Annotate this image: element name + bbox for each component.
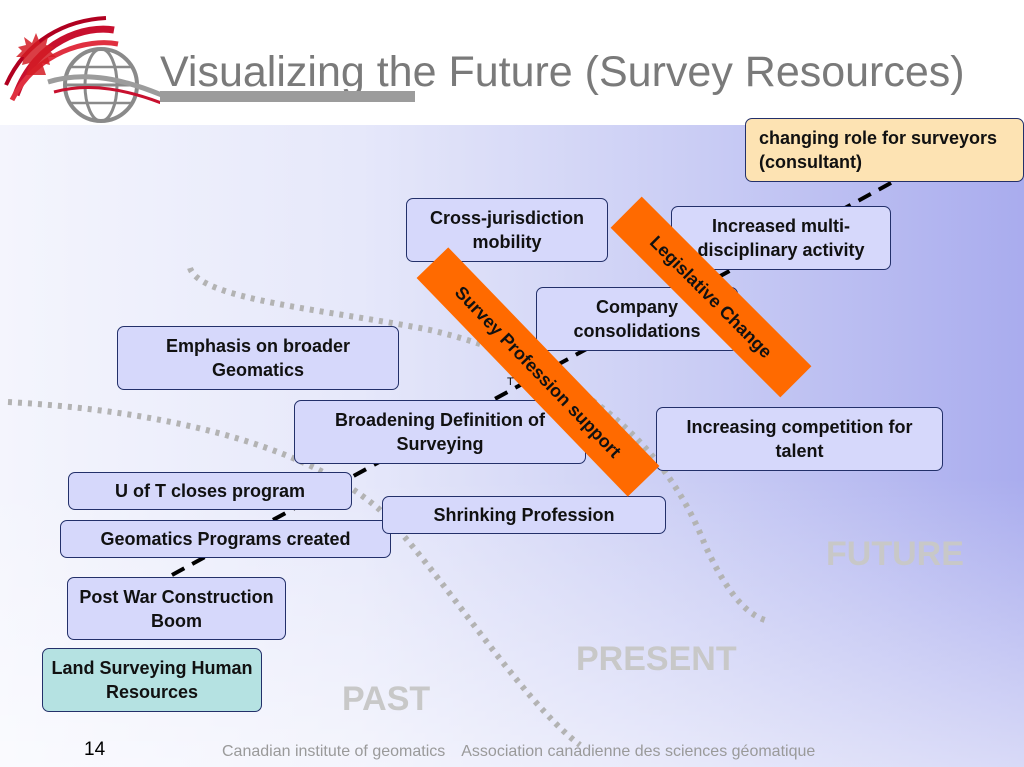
era-label-present: PRESENT (576, 640, 737, 678)
page-title: Visualizing the Future (Survey Resources… (160, 48, 965, 96)
box-label: Post War Construction Boom (79, 586, 274, 631)
box-increased-multi-disciplinary-activity: Increased multi-disciplinary activity (671, 206, 891, 270)
box-label: Shrinking Profession (433, 505, 615, 525)
title-underline (160, 91, 415, 102)
box-label: Broadening Definition of Surveying (335, 410, 545, 454)
box-land-surveying-human-resources: Land Surveying Human Resources (42, 648, 262, 712)
box-label: Geomatics Programs created (100, 529, 351, 549)
logo-globe-maple-icon (4, 16, 160, 123)
box-geomatics-programs-created: Geomatics Programs created (60, 520, 391, 558)
box-label: Emphasis on broader Geomatics (165, 336, 351, 380)
box-label: U of T closes program (114, 481, 306, 501)
footer-organization: Canadian institute of geomatics Associati… (222, 743, 815, 761)
stray-t-mark: T (507, 376, 514, 388)
box-post-war-construction-boom: Post War Construction Boom (67, 577, 286, 640)
box-broadening-definition-of-surveying: Broadening Definition of Surveying (294, 400, 586, 464)
era-label-future: FUTURE (826, 535, 964, 573)
box-u-of-t-closes-program: U of T closes program (68, 472, 352, 510)
footer-org-english: Canadian institute of geomatics (222, 743, 446, 760)
box-label: changing role for surveyors (consultant) (759, 128, 998, 172)
footer-org-french: Association canadienne des sciences géom… (461, 743, 816, 760)
box-label: Increased multi-disciplinary activity (697, 216, 865, 260)
box-shrinking-profession: Shrinking Profession (382, 496, 666, 534)
box-label: Company consolidations (573, 297, 701, 341)
box-emphasis-on-broader-geomatics: Emphasis on broader Geomatics (117, 326, 399, 390)
box-cross-jurisdiction-mobility: Cross-jurisdiction mobility (406, 198, 608, 262)
page-number: 14 (84, 739, 106, 760)
box-label: Increasing competition for talent (686, 417, 913, 461)
box-label: Land Surveying Human Resources (51, 658, 253, 702)
box-label: Cross-jurisdiction mobility (429, 208, 585, 252)
box-changing-role-for-surveyors: changing role for surveyors (consultant) (745, 118, 1024, 182)
box-increasing-competition-for-talent: Increasing competition for talent (656, 407, 943, 471)
era-label-past: PAST (342, 680, 431, 718)
